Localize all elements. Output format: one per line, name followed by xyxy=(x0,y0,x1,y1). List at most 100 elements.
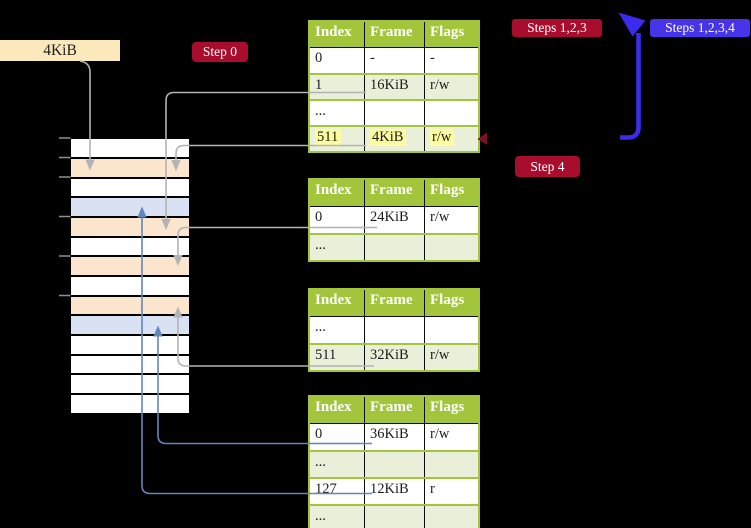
page-table-row: ... xyxy=(310,450,478,477)
column-header-index: Index xyxy=(310,290,365,316)
column-header-frame: Frame xyxy=(365,290,425,316)
page-table-row: ... xyxy=(310,504,478,528)
memory-frame-row-peach xyxy=(71,217,189,236)
table-cell: r/w xyxy=(425,127,478,151)
memory-frame-row-peach xyxy=(71,158,189,177)
step0-label: Step 0 xyxy=(192,42,248,62)
memory-frame-row-blue xyxy=(71,198,189,217)
table-cell: 36KiB xyxy=(365,424,425,450)
table-cell xyxy=(365,235,425,260)
memory-frame-row-white xyxy=(71,395,189,413)
table-cell: 12KiB xyxy=(365,479,425,504)
highlighted-cell-text: r/w xyxy=(430,129,455,146)
memory-frame-row-peach xyxy=(71,257,189,276)
memory-frame-row-white xyxy=(71,237,189,256)
column-header-index: Index xyxy=(310,22,365,47)
table-cell: 24KiB xyxy=(365,207,425,233)
column-header-frame: Frame xyxy=(365,180,425,206)
step4-label: Step 4 xyxy=(515,156,580,177)
memory-frame-row-white xyxy=(71,139,189,157)
memory-frame-row-white xyxy=(71,355,189,374)
column-header-index: Index xyxy=(310,180,365,206)
column-header-flags: Flags xyxy=(430,24,465,40)
table-cell: ... xyxy=(310,506,365,528)
frame-size-label-box: 4KiB xyxy=(0,40,120,61)
table-cell: 127 xyxy=(310,479,365,504)
table-cell: 0 xyxy=(310,424,365,450)
memory-frame-row-blue xyxy=(71,316,189,335)
memory-frame-row-white xyxy=(71,336,189,354)
memory-offset-ticks xyxy=(59,137,71,297)
table-cell: 16KiB xyxy=(365,75,425,99)
steps123-label: Steps 1,2,3 xyxy=(512,19,602,37)
table-cell xyxy=(425,452,478,477)
table-cell: 0 xyxy=(310,48,365,73)
highlighted-cell-text: 4KiB xyxy=(370,129,407,146)
table-cell: ... xyxy=(310,235,365,260)
big-blue-arrowhead xyxy=(618,12,646,37)
column-header-index: Index xyxy=(310,397,365,423)
table-cell: 32KiB xyxy=(365,345,425,370)
steps1234-label-text: Steps 1,2,3,4 xyxy=(665,20,735,35)
table-cell: - xyxy=(365,48,425,73)
memory-frame-row-peach xyxy=(71,296,189,315)
table-cell xyxy=(425,235,478,260)
page-table-row: ... xyxy=(310,233,478,260)
column-header-frame: Frame xyxy=(365,22,425,47)
column-header-frame: Frame xyxy=(365,397,425,423)
table-cell: 511 xyxy=(310,127,365,151)
page-table-row: 511 4KiB r/w xyxy=(310,125,478,151)
table-cell: 1 xyxy=(310,75,365,99)
table-cell xyxy=(425,317,478,343)
memory-frame-row-white xyxy=(71,276,189,295)
page-table-row: ... xyxy=(310,316,478,343)
steps123-label-text: Steps 1,2,3 xyxy=(527,20,587,35)
table-cell xyxy=(425,101,478,125)
step0-label-text: Step 0 xyxy=(202,44,238,59)
table-cell xyxy=(425,506,478,528)
table-cell: 4KiB xyxy=(365,127,425,151)
table-cell: r/w xyxy=(430,209,450,225)
table-cell: ... xyxy=(310,317,365,343)
table-cell xyxy=(365,452,425,477)
page-table-row: ... xyxy=(310,99,478,125)
highlighted-cell-text: 511 xyxy=(315,129,342,146)
steps1234-label: Steps 1,2,3,4 xyxy=(650,19,750,37)
table-cell: 0 xyxy=(310,207,365,233)
memory-frame-row-white xyxy=(71,178,189,197)
frame-size-label: 4KiB xyxy=(43,41,77,59)
table-cell xyxy=(365,101,425,125)
memory-frame-row-white xyxy=(71,375,189,394)
table-cell: ... xyxy=(310,452,365,477)
table-cell xyxy=(365,317,425,343)
column-header-flags: Flags xyxy=(430,399,465,415)
table-cell: r/w xyxy=(430,347,450,363)
table-cell: - xyxy=(430,50,435,66)
column-header-flags: Flags xyxy=(430,182,465,198)
step4-label-text: Step 4 xyxy=(530,158,565,174)
table-cell: r/w xyxy=(430,426,450,442)
table-cell: r/w xyxy=(430,77,450,93)
page-table-row: 0-- xyxy=(310,47,478,73)
table-cell: ... xyxy=(310,101,365,125)
column-header-flags: Flags xyxy=(430,292,465,308)
table-cell xyxy=(365,506,425,528)
table-cell: 511 xyxy=(310,345,365,370)
